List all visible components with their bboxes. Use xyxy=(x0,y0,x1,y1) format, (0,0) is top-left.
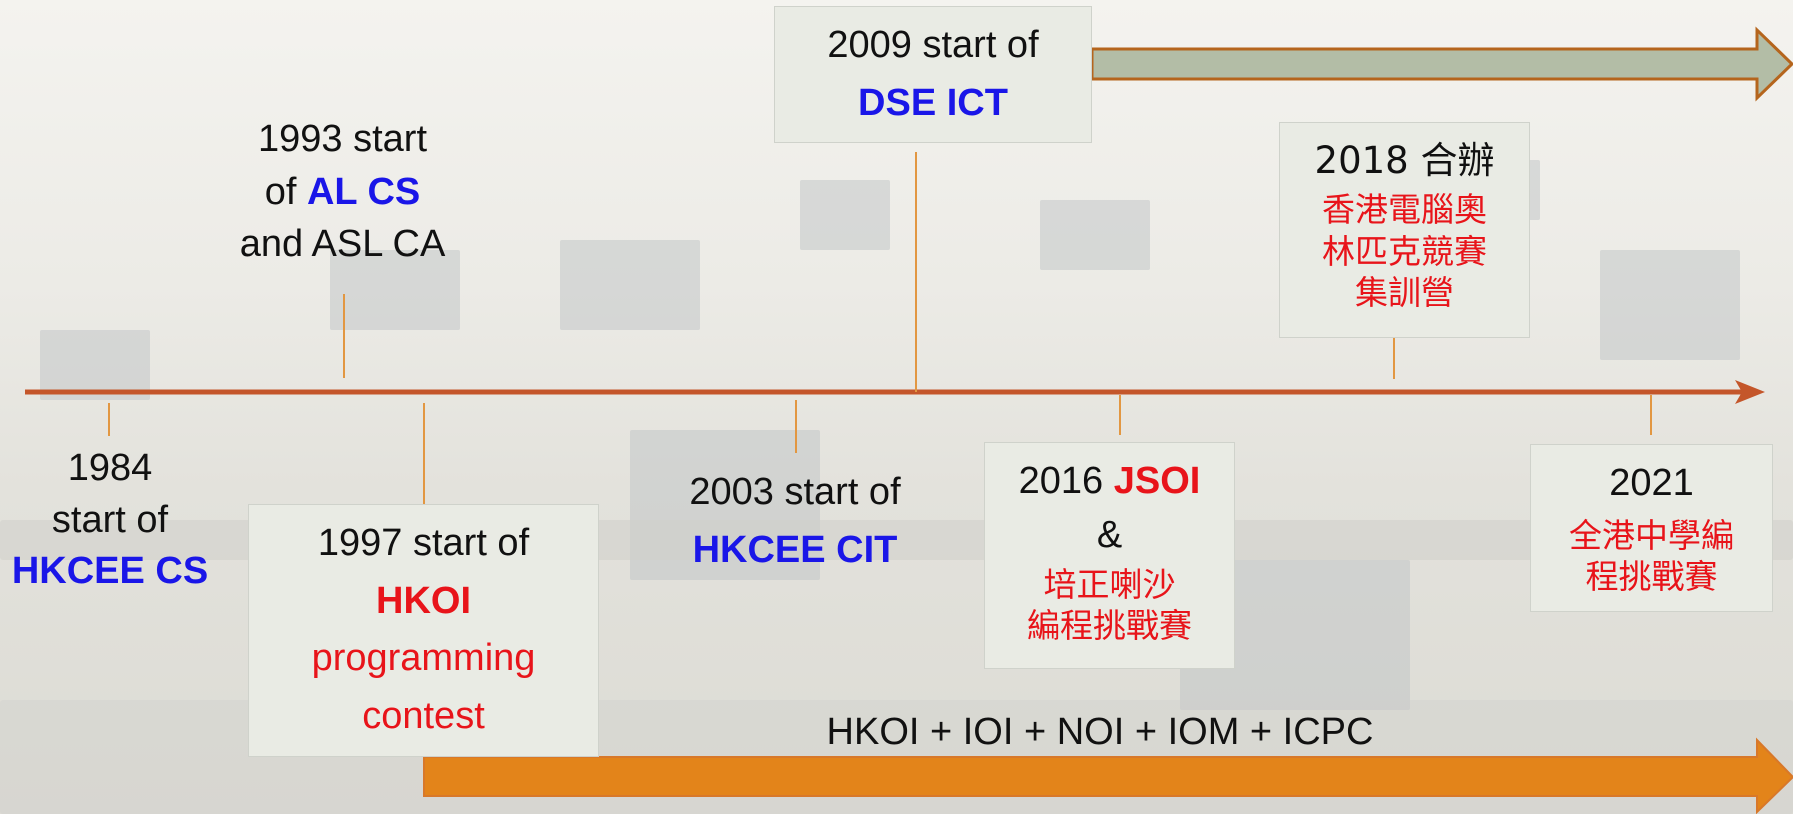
tick-2016 xyxy=(1119,395,1121,435)
tick-2021 xyxy=(1650,395,1652,435)
event-2018-desc3: 集訓營 xyxy=(1355,272,1454,312)
event-2009-name: DSE ICT xyxy=(858,81,1008,124)
event-2016-year: 2016 xyxy=(1018,460,1114,502)
competitions-arrow xyxy=(423,737,1793,814)
event-2016-box: 2016 JSOI & 培正喇沙 編程挑戰賽 xyxy=(984,442,1235,669)
event-2003-line1: 2003 start of xyxy=(689,471,901,513)
event-2021-desc2: 程挑戰賽 xyxy=(1585,556,1718,596)
main-axis-arrowhead xyxy=(1735,380,1765,404)
tick-2003 xyxy=(795,400,797,453)
event-1997-line1: 1997 start of xyxy=(317,522,530,564)
event-1984: 1984 start of HKCEE CS xyxy=(5,446,215,595)
event-1997-box: 1997 start of HKOI programming contest xyxy=(248,504,599,757)
event-2016-desc1: 培正喇沙 xyxy=(1043,565,1176,605)
event-1997-desc1: programming xyxy=(311,637,536,680)
event-1993-line1: 1993 start xyxy=(258,118,427,160)
tick-1997 xyxy=(423,403,425,505)
event-2021-desc1: 全港中學編 xyxy=(1569,515,1734,555)
event-2018-desc2: 林匹克競賽 xyxy=(1322,231,1487,271)
event-2009-line1: 2009 start of xyxy=(827,24,1039,66)
tick-1984 xyxy=(108,403,110,436)
event-2018-line1: 2018 合辦 xyxy=(1314,139,1495,182)
event-1984-year: 1984 xyxy=(67,447,153,489)
event-2021-box: 2021 全港中學編 程挑戰賽 xyxy=(1530,444,1773,612)
event-2018-box: 2018 合辦 香港電腦奧 林匹克競賽 集訓營 xyxy=(1279,122,1530,338)
tick-2018 xyxy=(1393,337,1395,379)
event-1993-line3: and ASL CA xyxy=(239,223,446,266)
event-2016-name: JSOI xyxy=(1113,460,1201,502)
event-2018-desc1: 香港電腦奧 xyxy=(1322,190,1487,230)
event-1984-name: HKCEE CS xyxy=(11,550,209,593)
event-2016-desc2: 編程挑戰賽 xyxy=(1027,606,1192,646)
event-2003-name: HKCEE CIT xyxy=(692,528,898,571)
event-1984-line2: start of xyxy=(51,498,169,541)
event-1993: 1993 start of AL CS and ASL CA xyxy=(215,117,470,268)
event-1997-name: HKOI xyxy=(376,579,471,622)
event-1993-of: of xyxy=(264,170,307,213)
event-1997-desc2: contest xyxy=(362,694,485,737)
event-2009-box: 2009 start of DSE ICT xyxy=(774,6,1092,143)
event-1993-name: AL CS xyxy=(306,170,421,213)
competitions-label: HKOI + IOI + NOI + IOM + ICPC xyxy=(826,711,1374,753)
event-2016-amp: & xyxy=(1096,513,1123,556)
tick-1993 xyxy=(343,294,345,378)
tick-2009 xyxy=(915,152,917,392)
event-2003: 2003 start of HKCEE CIT xyxy=(660,470,930,573)
dse-arrow xyxy=(1090,26,1793,102)
event-2021-year: 2021 xyxy=(1609,462,1694,504)
